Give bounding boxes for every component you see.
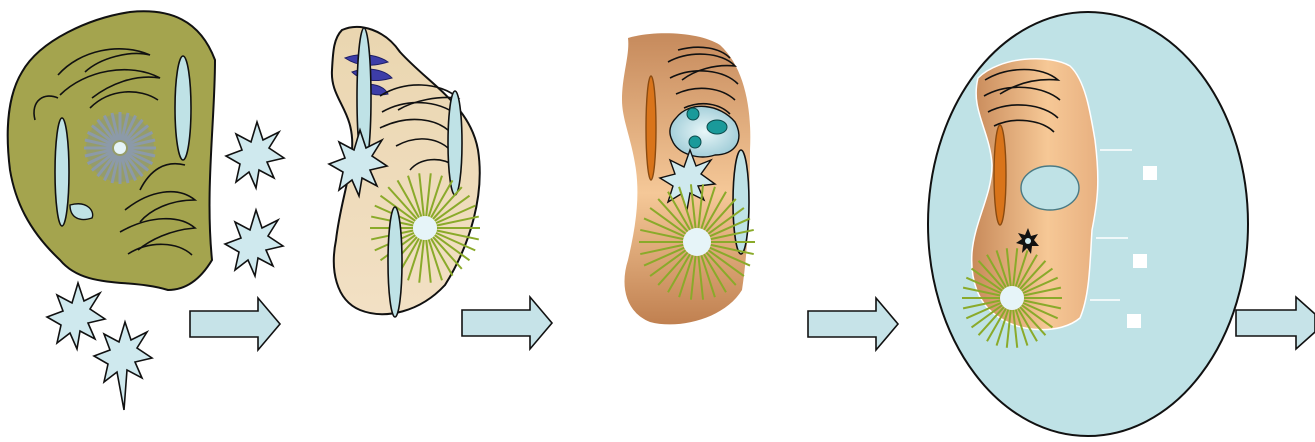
stage-4-vacuole — [1021, 166, 1079, 210]
stage-2-disk-right — [448, 91, 462, 195]
stage-3-orange-disk — [646, 76, 656, 180]
stage-4-orange-disk — [994, 125, 1006, 225]
starburst-icon — [225, 210, 283, 276]
stage-2-cell — [329, 27, 480, 317]
starburst-icon — [47, 283, 105, 349]
block-arrow-icon — [1236, 297, 1315, 349]
block-arrow-icon — [808, 298, 898, 350]
stage-1-disk-right — [175, 56, 191, 160]
stage-1-disk-left — [55, 118, 69, 226]
stage-3-cell — [622, 33, 755, 324]
stage-1-cell — [8, 11, 215, 290]
starburst-icon — [94, 322, 152, 410]
stage-2-disk-bottom — [388, 207, 402, 317]
starburst-icon — [226, 122, 284, 188]
stage-4-cell — [928, 12, 1248, 436]
stage-3-disk-right — [733, 150, 749, 254]
block-arrow-icon — [190, 298, 280, 350]
block-arrow-icon — [462, 297, 552, 349]
